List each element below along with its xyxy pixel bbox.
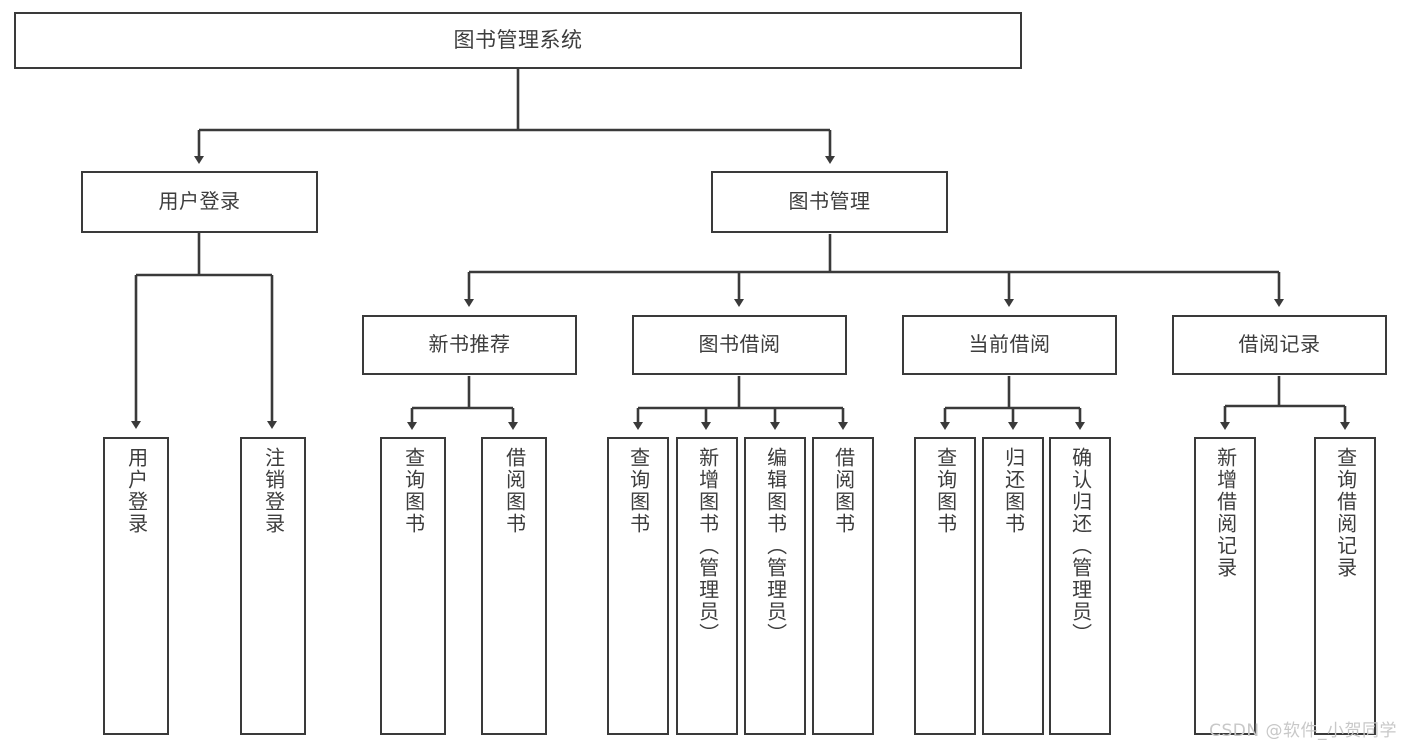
leaf-book-borrow-query[interactable]: 查询图书 <box>607 437 669 735</box>
node-label: 图书管理 <box>788 189 871 214</box>
leaf-book-borrow-edit[interactable]: 编辑图书（管理员） <box>744 437 806 735</box>
csdn-watermark: CSDN @软件_小贺同学 <box>1209 721 1397 741</box>
leaf-new-book-borrow[interactable]: 借阅图书 <box>481 437 547 735</box>
node-label: 新增借阅记录 <box>1213 447 1238 579</box>
node-label: 借阅记录 <box>1238 332 1321 357</box>
node-new-book-recommend[interactable]: 新书推荐 <box>362 315 577 375</box>
node-label: 新书推荐 <box>428 332 511 357</box>
leaf-current-borrow-query[interactable]: 查询图书 <box>914 437 976 735</box>
node-label: 用户登录 <box>124 447 149 535</box>
node-root-system[interactable]: 图书管理系统 <box>14 12 1022 69</box>
node-label: 当前借阅 <box>968 332 1051 357</box>
leaf-user-login-login[interactable]: 用户登录 <box>103 437 169 735</box>
node-label: 查询借阅记录 <box>1333 447 1358 579</box>
node-label: 查询图书 <box>626 447 651 535</box>
node-label: 借阅图书 <box>502 447 527 535</box>
node-label: 归还图书 <box>1001 447 1026 535</box>
node-label: 借阅图书 <box>831 447 856 535</box>
leaf-book-borrow-borrow[interactable]: 借阅图书 <box>812 437 874 735</box>
node-label: 用户登录 <box>158 189 241 214</box>
node-book-management[interactable]: 图书管理 <box>711 171 948 233</box>
node-user-login[interactable]: 用户登录 <box>81 171 318 233</box>
node-borrow-record[interactable]: 借阅记录 <box>1172 315 1387 375</box>
leaf-book-borrow-add[interactable]: 新增图书（管理员） <box>676 437 738 735</box>
leaf-current-borrow-return[interactable]: 归还图书 <box>982 437 1044 735</box>
node-label: 新增图书（管理员） <box>695 447 720 645</box>
node-label: 图书管理系统 <box>453 28 583 53</box>
leaf-user-login-logout[interactable]: 注销登录 <box>240 437 306 735</box>
leaf-borrow-record-query[interactable]: 查询借阅记录 <box>1314 437 1376 735</box>
node-label: 查询图书 <box>401 447 426 535</box>
node-label: 注销登录 <box>261 447 286 535</box>
node-label: 图书借阅 <box>698 332 781 357</box>
node-book-borrow[interactable]: 图书借阅 <box>632 315 847 375</box>
leaf-borrow-record-add[interactable]: 新增借阅记录 <box>1194 437 1256 735</box>
node-label: 确认归还（管理员） <box>1068 447 1093 645</box>
node-label: 查询图书 <box>933 447 958 535</box>
leaf-new-book-query[interactable]: 查询图书 <box>380 437 446 735</box>
leaf-current-borrow-confirm-return[interactable]: 确认归还（管理员） <box>1049 437 1111 735</box>
node-label: 编辑图书（管理员） <box>763 447 788 645</box>
node-current-borrow[interactable]: 当前借阅 <box>902 315 1117 375</box>
